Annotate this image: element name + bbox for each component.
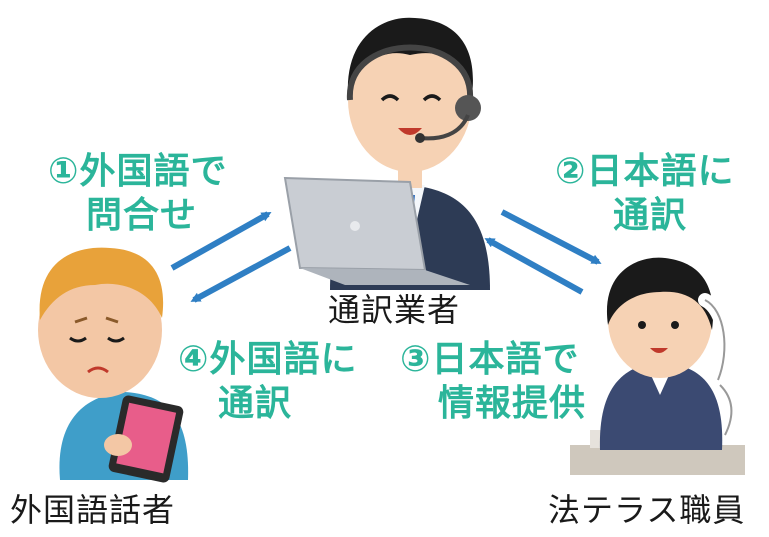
step2-line2: 通訳 [613, 195, 688, 236]
staff-caption: 法テラス職員 [548, 491, 746, 529]
step3-line2: 情報提供 [438, 383, 587, 424]
laptop-icon [283, 176, 470, 285]
step4-line1: ④外国語に [178, 339, 358, 380]
step2-label: ②日本語に 通訳 [555, 150, 734, 238]
arrow-step1 [170, 211, 272, 271]
step1-line1: ①外国語で [48, 151, 228, 192]
step2-line1: ②日本語に [555, 151, 735, 192]
step4-line2: 通訳 [218, 383, 293, 424]
foreign-speaker-icon [38, 247, 189, 483]
step3-line1: ③日本語で [400, 339, 580, 380]
step4-label: ④外国語に 通訳 [178, 338, 357, 426]
step1-line2: 問合せ [86, 195, 198, 236]
arrow-step4 [190, 245, 292, 303]
foreign-speaker-caption: 外国語話者 [10, 491, 176, 529]
step1-label: ①外国語で 問合せ [48, 150, 227, 238]
staff-icon [570, 257, 745, 475]
arrows [170, 209, 602, 303]
arrow-step3 [484, 237, 584, 295]
step3-label: ③日本語で 情報提供 [400, 338, 586, 426]
interpreter-caption: 通訳業者 [328, 291, 461, 329]
arrow-step2 [500, 209, 602, 265]
